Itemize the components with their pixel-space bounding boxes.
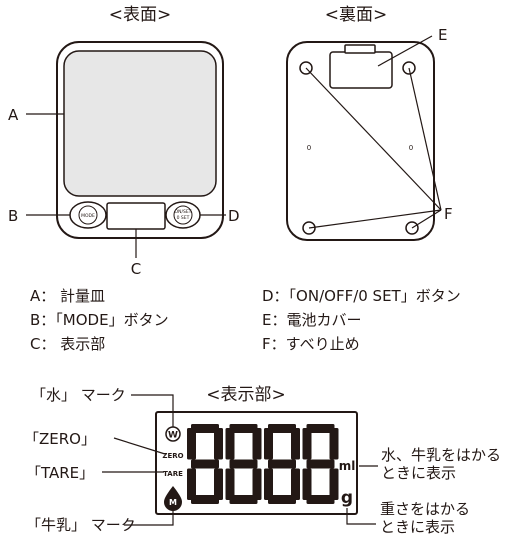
weighing-plate bbox=[63, 50, 217, 197]
onoff-button bbox=[173, 205, 193, 225]
digit-4-segment-g bbox=[306, 459, 335, 469]
label-ml-note-line2: ときに表示 bbox=[381, 464, 456, 482]
mode-button-text: MODE bbox=[81, 213, 95, 219]
digit-1-segment-c bbox=[214, 468, 223, 500]
digit-3-segment-c bbox=[291, 468, 300, 500]
battery-cover bbox=[329, 51, 393, 89]
digit-2-segment-e bbox=[225, 468, 235, 500]
digit-3-segment-b bbox=[291, 428, 300, 460]
scale-body-back bbox=[286, 41, 435, 241]
tare-indicator: TARE bbox=[163, 470, 183, 478]
digit-2-segment-a bbox=[229, 424, 258, 433]
digit-2-segment-d bbox=[229, 495, 258, 504]
digit-4-segment-b bbox=[329, 428, 339, 460]
seven-segment-digits bbox=[187, 424, 339, 504]
digit-4-segment-a bbox=[306, 424, 335, 433]
label-ml-note-line1: 水、牛乳をはかる bbox=[381, 446, 501, 464]
digit-1-segment-d bbox=[191, 495, 219, 504]
callout-line-f4 bbox=[411, 209, 442, 229]
legend-a: A： 計量皿 bbox=[30, 287, 105, 305]
back-mark-right: 0 bbox=[409, 144, 413, 152]
legend-e: E：電池カバー bbox=[262, 311, 361, 329]
leader-water bbox=[131, 394, 174, 427]
digit-1-segment-g bbox=[191, 459, 219, 469]
label-g-note-line2: ときに表示 bbox=[380, 518, 455, 536]
digit-4-segment-c bbox=[329, 468, 339, 500]
onoff-button-text: ON/SET bbox=[175, 209, 192, 215]
legend: A： 計量皿 B：「MODE」ボタン C： 表示部 D：「ON/OFF/0 SE… bbox=[30, 287, 461, 353]
legend-d: D：「ON/OFF/0 SET」ボタン bbox=[262, 287, 461, 305]
milk-icon bbox=[164, 486, 182, 511]
leader-zero bbox=[113, 437, 166, 455]
milk-icon-letter: M bbox=[169, 498, 177, 507]
digit-2-segment-c bbox=[252, 468, 262, 500]
callout-e: E bbox=[438, 26, 447, 44]
zero-set-text: 0 SET bbox=[177, 215, 190, 221]
digit-2-segment-b bbox=[252, 428, 262, 460]
callout-b: B bbox=[8, 207, 18, 225]
digit-3-segment-d bbox=[268, 495, 296, 504]
digit-2-segment-g bbox=[229, 459, 258, 469]
display-detail: <表示部> W ZERO TARE M ml g 「水」 マーク 「ZERO」 … bbox=[24, 385, 501, 536]
digit-3-segment-f bbox=[264, 428, 273, 460]
digit-3-segment-e bbox=[264, 468, 273, 500]
callout-d: D bbox=[228, 207, 240, 225]
callout-line-e bbox=[377, 35, 433, 67]
label-zero: 「ZERO」 bbox=[24, 430, 96, 448]
digit-4-segment-f bbox=[302, 428, 312, 460]
display-heading: <表示部> bbox=[206, 385, 286, 405]
digit-3-segment-g bbox=[268, 459, 296, 469]
zero-indicator: ZERO bbox=[162, 452, 183, 460]
battery-cover-tab bbox=[344, 44, 376, 54]
digit-2-segment-f bbox=[225, 428, 235, 460]
back-mark-left: 0 bbox=[307, 144, 311, 152]
display-window bbox=[106, 202, 166, 230]
callout-f: F bbox=[444, 205, 453, 223]
digit-1-segment-e bbox=[187, 468, 196, 500]
digit-3-segment-a bbox=[268, 424, 296, 433]
digit-1-segment-f bbox=[187, 428, 196, 460]
back-view: <裏面> 0 0 E F bbox=[286, 4, 453, 241]
label-milk-mark: 「牛乳」 マーク bbox=[26, 516, 136, 534]
mode-button bbox=[78, 205, 98, 225]
legend-f: F：すべり止め bbox=[262, 335, 360, 353]
leader-milk bbox=[124, 510, 174, 526]
label-water-mark: 「水」 マーク bbox=[31, 386, 126, 404]
legend-c: C： 表示部 bbox=[30, 335, 105, 353]
front-view: <表面> MODE ON/SET 0 SET A B C D bbox=[8, 5, 240, 278]
unit-ml: ml bbox=[339, 459, 356, 473]
digit-4-segment-e bbox=[302, 468, 312, 500]
callout-line-f3 bbox=[308, 209, 442, 229]
digit-4-segment-d bbox=[306, 495, 335, 504]
callout-line-f1 bbox=[305, 67, 442, 211]
front-heading: <表面> bbox=[109, 5, 172, 25]
digit-1-segment-b bbox=[214, 428, 223, 460]
callout-c: C bbox=[131, 260, 141, 278]
callout-line-f2 bbox=[408, 67, 442, 211]
legend-b: B：「MODE」ボタン bbox=[30, 311, 169, 329]
leader-g bbox=[346, 508, 376, 525]
unit-g: g bbox=[341, 488, 353, 508]
water-icon-letter: W bbox=[168, 431, 178, 441]
label-tare: 「TARE」 bbox=[26, 464, 94, 482]
label-g-note-line1: 重さをはかる bbox=[380, 500, 470, 518]
back-heading: <裏面> bbox=[325, 4, 388, 25]
digit-1-segment-a bbox=[191, 424, 219, 433]
callout-a: A bbox=[8, 106, 19, 124]
